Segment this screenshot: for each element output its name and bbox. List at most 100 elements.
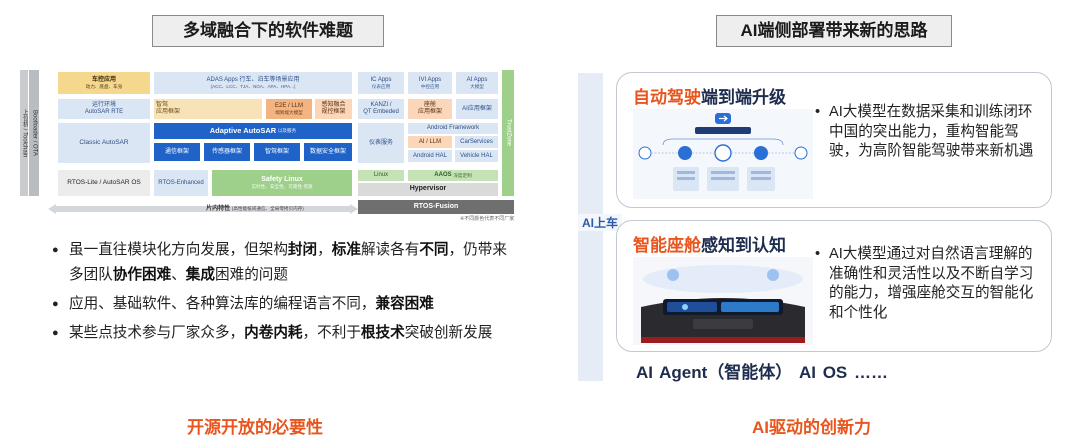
adas-apps-label: ADAS Apps 行车、泊车等场景应用 [206, 76, 300, 83]
adaptive-autosar-block: Adaptive AutoSAR 以及服务 [154, 123, 352, 139]
sensor-framework-label: 传感器框架 [211, 148, 242, 155]
vehicle-app-label: 车控应用 [91, 76, 116, 83]
ai-apps-sublabel: 大模型 [470, 83, 484, 89]
safety-linux-block: Safety Linux 实时性、安全性、可靠性 措施 [212, 170, 352, 196]
toolchain-label: 上位机 / Toolchain [21, 108, 28, 158]
right-section-title: AI端侧部署带来新的思路 [716, 15, 952, 47]
vendor-color-note: ※不同颜色代表不同厂家 [460, 216, 515, 222]
bullet-text: ， [317, 242, 332, 258]
cockpit-framework-block: 座舱 应用框架 [408, 99, 452, 119]
bullet-text: 虽一直往模块化方向发展，但架构 [69, 242, 288, 258]
dashboard-service-block: 仪表服务 [358, 123, 404, 163]
android-framework-label: Android Framework [426, 125, 480, 132]
bullet-item: 虽一直往模块化方向发展，但架构封闭，标准解读各有不同，仍带来多团队协作困难、集成… [52, 238, 512, 288]
vehicle-app-block: 车控应用 动力、底盘、车身 [58, 72, 150, 94]
vehicle-hal-label: Vehicle HAL [460, 152, 493, 159]
autonomous-driving-title: 自动驾驶端到端升级 [633, 83, 786, 108]
hypervisor-block: Hypervisor [358, 183, 498, 196]
bullet-text: 解读各有 [360, 242, 420, 258]
bullet-emphasis: 兼容困难 [375, 296, 434, 312]
bullet-item: 应用、基础软件、各种算法库的编程语言不同，兼容困难 [52, 292, 512, 317]
runtime-label: 运行环境 [91, 102, 116, 109]
adaptive-autosar-sublabel: 以及服务 [277, 128, 297, 134]
internal-features-block: 片内特性 (高性能核间通信、全局零拷贝内存) [170, 204, 340, 214]
vehicle-app-sublabel: 动力、底盘、车身 [85, 83, 123, 89]
bullet-text: 某些点技术参与厂家众多， [69, 325, 245, 341]
right-conclusion: AI驱动的创新力 [752, 418, 871, 437]
bullet-emphasis: 集成 [185, 267, 215, 283]
aaos-sublabel: 深度定制 [453, 172, 472, 178]
hypervisor-label: Hypervisor [409, 185, 447, 193]
bullet-text: 突破创新发展 [404, 325, 493, 341]
android-hal-label: Android HAL [412, 152, 448, 159]
comm-framework-block: 通信框架 [154, 143, 200, 161]
bootloader-label: Bootloader / OTA [31, 110, 38, 156]
adas-apps-sublabel: (ACC、LCC、TJA、NOA、APA、HPA...) [210, 83, 296, 89]
internal-features-arrow [48, 204, 358, 214]
bullet-emphasis: 封闭 [287, 242, 318, 258]
ivi-apps-block: IVI Apps 中控应用 [408, 72, 452, 94]
drive-framework-block: 智驾框架 [254, 143, 300, 161]
internal-features-label: 片内特性 [206, 205, 231, 212]
kanzi-sublabel: QT Embeded [363, 109, 399, 115]
smart-drive-label: 智驾 [156, 102, 169, 109]
ai-agent-os-line: AI Agent（智能体） AI OS …… [636, 363, 888, 382]
e2e-llm-block: E2E / LLM 端到端大模型 [266, 99, 312, 119]
rtos-lite-block: RTOS-Lite / AutoSAR OS [58, 170, 150, 196]
perception-label: 感知融合 [321, 102, 346, 109]
dashboard-service-label: 仪表服务 [368, 139, 393, 146]
left-conclusion: 开源开放的必要性 [187, 418, 323, 437]
bullet-emphasis: 协作困难 [112, 267, 172, 283]
software-architecture-diagram: 上位机 / Toolchain Bootloader / OTA TrustZo… [20, 70, 514, 222]
smart-drive-sublabel: 应用框架 [156, 109, 181, 115]
sensor-framework-block: 传感器框架 [204, 143, 250, 161]
ai-apps-label: AI Apps [466, 76, 488, 83]
autonomous-driving-title-rest: 端到端升级 [701, 88, 786, 107]
end-to-end-pipeline-illustration [633, 109, 813, 199]
trustzone-strip: TrustZone [502, 70, 514, 196]
classic-autosar-label: Classic AutoSAR [79, 139, 129, 147]
carservices-block: CarServices [455, 136, 498, 148]
bootloader-strip: Bootloader / OTA [29, 70, 39, 196]
left-bullet-list: 虽一直往模块化方向发展，但架构封闭，标准解读各有不同，仍带来多团队协作困难、集成… [52, 238, 512, 350]
smart-cockpit-title: 智能座舱感知到认知 [633, 231, 786, 256]
ai-llm-label: AI / LLM [418, 138, 442, 145]
rtos-fusion-block: RTOS-Fusion [358, 200, 514, 214]
ai-framework-label: AI应用框架 [462, 105, 492, 112]
cockpit-label: 座舱 [423, 102, 436, 109]
bullet-emphasis: 不同 [419, 242, 449, 258]
autonomous-driving-description: AI大模型在数据采集和训练闭环中国的突出能力，重构智能驾驶，为高阶智能驾驶带来新… [815, 103, 1047, 162]
aaos-block: AAOS 深度定制 [408, 170, 498, 181]
e2e-label: E2E / LLM [274, 102, 303, 109]
perception-block: 感知融合 规控框架 [315, 99, 352, 119]
toolchain-strip: 上位机 / Toolchain [20, 70, 28, 196]
rtos-fusion-label: RTOS-Fusion [413, 202, 459, 210]
ic-apps-block: IC Apps 仪表应用 [358, 72, 404, 94]
vehicle-hal-block: Vehicle HAL [455, 150, 498, 162]
ivi-apps-sublabel: 中控应用 [420, 83, 440, 89]
ivi-apps-label: IVI Apps [418, 76, 442, 83]
bullet-text: 困难的问题 [215, 267, 288, 283]
bullet-text: 、 [171, 267, 186, 283]
ic-apps-label: IC Apps [370, 76, 392, 83]
ic-apps-sublabel: 仪表应用 [371, 83, 391, 89]
autonomous-driving-title-highlight: 自动驾驶 [633, 88, 701, 107]
adas-apps-block: ADAS Apps 行车、泊车等场景应用 (ACC、LCC、TJA、NOA、AP… [154, 72, 352, 94]
smart-cockpit-description: AI大模型通过对自然语言理解的准确性和灵活性以及不断自学习的能力，增强座舱交互的… [815, 245, 1047, 323]
autonomous-driving-card: 自动驾驶端到端升级 AI大模型在数据采集和训练闭环中国的突出能力，重构智能驾驶，… [616, 72, 1052, 208]
linux-block: Linux [358, 170, 404, 181]
cockpit-sublabel: 应用框架 [417, 109, 442, 115]
rtos-enhanced-label: RTOS-Enhanced [158, 179, 204, 186]
internal-features-sublabel: (高性能核间通信、全局零拷贝内存) [231, 206, 304, 212]
smart-cockpit-title-rest: 感知到认知 [701, 236, 786, 255]
ai-framework-block: AI应用框架 [456, 99, 498, 119]
android-hal-block: Android HAL [408, 150, 452, 162]
safety-linux-label: Safety Linux [261, 176, 303, 184]
bullet-text: ，不利于 [302, 325, 361, 341]
linux-label: Linux [373, 172, 389, 179]
ai-onboard-label: AI上车 [578, 214, 622, 231]
rtos-lite-label: RTOS-Lite / AutoSAR OS [67, 179, 141, 187]
aaos-label: AAOS [434, 172, 452, 179]
adaptive-autosar-label: Adaptive AutoSAR [209, 125, 277, 135]
kanzi-block: KANZI / QT Embeded [358, 99, 404, 119]
